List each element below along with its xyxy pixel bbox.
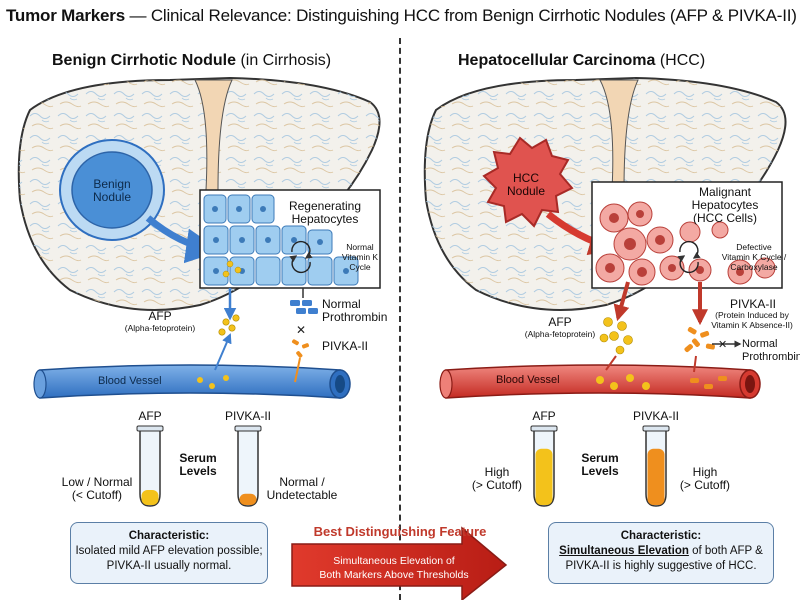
left-pivka-fragments [291,339,310,358]
regenerating-hepatocytes-inset [199,189,381,289]
right-afp-to-vessel-arrow [605,355,617,371]
right-tube-pivka-label: PIVKA-II [632,409,679,423]
right-pivka-tube [642,425,670,507]
prothrombin-blocks [290,300,318,314]
left-tube-afp-label: AFP [138,409,162,423]
panel-divider [399,38,401,600]
left-tube-pivka-label: PIVKA-II [224,409,271,423]
feature-arrow [291,526,508,600]
svg-text:✕: ✕ [718,338,727,351]
right-characteristic-box: Characteristic: Simultaneous Elevation o… [548,522,774,584]
benign-nodule [59,139,165,241]
left-afp-tube [136,425,164,507]
left-afp-label: AFP [148,309,172,323]
right-pivka-to-vessel-arrow [693,355,697,373]
left-pivka-level: Normal /Undetectable [266,475,338,502]
right-pivka-fill [647,448,665,505]
right-blood-vessel [439,364,761,399]
left-panel-title: Benign Cirrhotic Nodule (in Cirrhosis) [52,52,332,69]
right-afp-release-arrow [613,281,630,322]
left-characteristic-box: Characteristic: Isolated mild AFP elevat… [70,522,268,584]
best-feature-title: Best Distinguishing Feature [313,524,487,539]
right-tube-afp-label: AFP [532,409,556,423]
page-title: Tumor Markers — Clinical Relevance: Dist… [6,6,797,25]
left-afp-dots [218,314,240,336]
left-pivka-label: PIVKA-II [322,339,369,353]
right-pivka-level: High(> Cutoff) [679,465,731,492]
left-vessel-label: Blood Vessel [98,375,162,387]
left-pivka-fill [239,493,257,505]
malignant-hepatocytes-inset [591,181,783,289]
left-pivka-tube [234,425,262,507]
left-afp-fill [141,490,159,505]
right-afp-fill [535,448,553,505]
right-afp-label: AFP [548,315,572,329]
blocked-conversion-mark: ✕ [296,323,306,337]
right-afp-dots [599,317,633,355]
right-pivka-fragments [684,327,715,353]
hcc-nodule [482,136,574,228]
afp-to-vessel-arrow [214,333,232,371]
right-panel-title: Hepatocellular Carcinoma (HCC) [458,52,706,69]
left-liver [17,76,381,311]
pivka-to-vessel-arrow [294,357,301,383]
left-blood-vessel [33,364,351,399]
right-afp-tube [530,425,558,507]
left-afp-full-label: (Alpha-fetoprotein) [124,323,196,333]
right-vessel-label: Blood Vessel [496,374,560,386]
right-afp-level: High(> Cutoff) [471,465,523,492]
right-afp-full-label: (Alpha-fetoprotein) [524,329,596,339]
right-pivka-label: PIVKA-II [729,297,776,311]
left-afp-level: Low / Normal(< Cutoff) [61,475,133,502]
blocked-prothrombin-arrow: ✕ [712,338,742,351]
